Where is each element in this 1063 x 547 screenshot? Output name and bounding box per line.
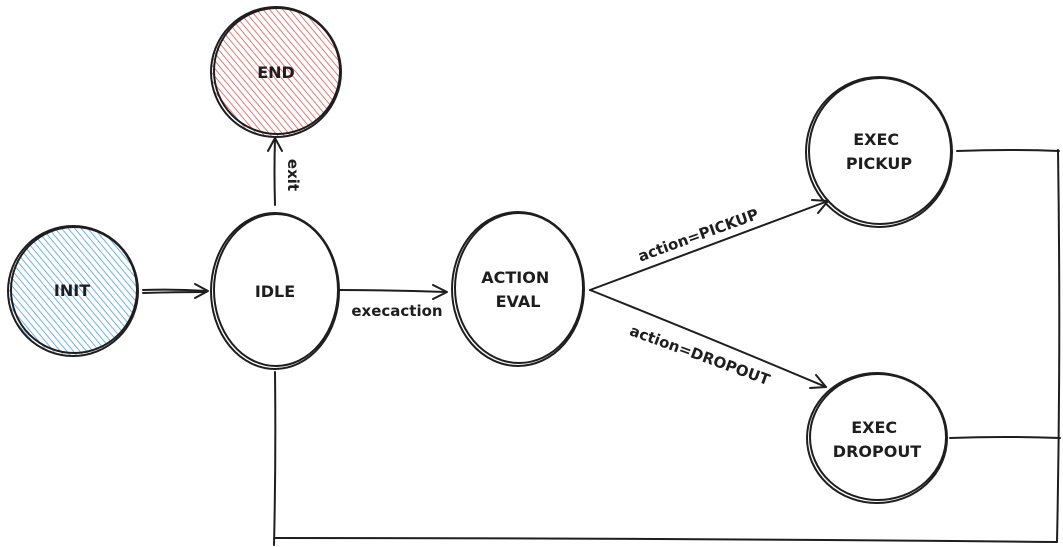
edges: [142, 137, 1061, 546]
node-init-label: INIT: [54, 281, 90, 300]
node-exec-dropout-label: EXEC DROPOUT: [833, 418, 922, 461]
node-exec-pickup-label: EXEC PICKUP: [846, 130, 913, 173]
node-idle: IDLE: [210, 212, 340, 370]
node-end: END: [210, 6, 342, 138]
arrowhead-icon: [267, 137, 283, 152]
node-action-eval-label: ACTION EVAL: [481, 268, 555, 311]
node-action-eval-line1: ACTION: [481, 268, 549, 287]
edge-label-exit: exit: [284, 159, 302, 191]
node-exec-dropout: EXEC DROPOUT: [806, 372, 948, 504]
edge-label-execaction: execaction: [351, 302, 442, 320]
edge-action-eval-to-exec-pickup: [589, 199, 829, 291]
node-exec-pickup: EXEC PICKUP: [805, 76, 953, 228]
edge-idle-to-action-eval: [337, 284, 448, 300]
arrowhead-icon: [432, 284, 448, 300]
node-action-eval: ACTION EVAL: [451, 211, 585, 367]
node-init: INIT: [7, 225, 139, 357]
edge-label-action-pickup: action=PICKUP: [636, 205, 761, 265]
arrowhead-icon: [809, 374, 827, 389]
node-exec-dropout-line1: EXEC: [851, 418, 897, 437]
edge-idle-to-end: [267, 137, 283, 206]
node-end-label: END: [257, 63, 295, 82]
node-exec-dropout-line2: DROPOUT: [833, 442, 922, 461]
edge-init-to-idle: [142, 283, 209, 299]
node-exec-pickup-line1: EXEC: [853, 130, 899, 149]
arrowhead-icon: [194, 283, 209, 299]
node-idle-label: IDLE: [255, 282, 295, 301]
node-action-eval-line2: EVAL: [496, 292, 541, 311]
edge-action-eval-to-exec-dropout: [589, 289, 827, 389]
node-exec-pickup-line2: PICKUP: [846, 154, 913, 173]
edge-exec-return-to-idle: [273, 149, 1061, 546]
